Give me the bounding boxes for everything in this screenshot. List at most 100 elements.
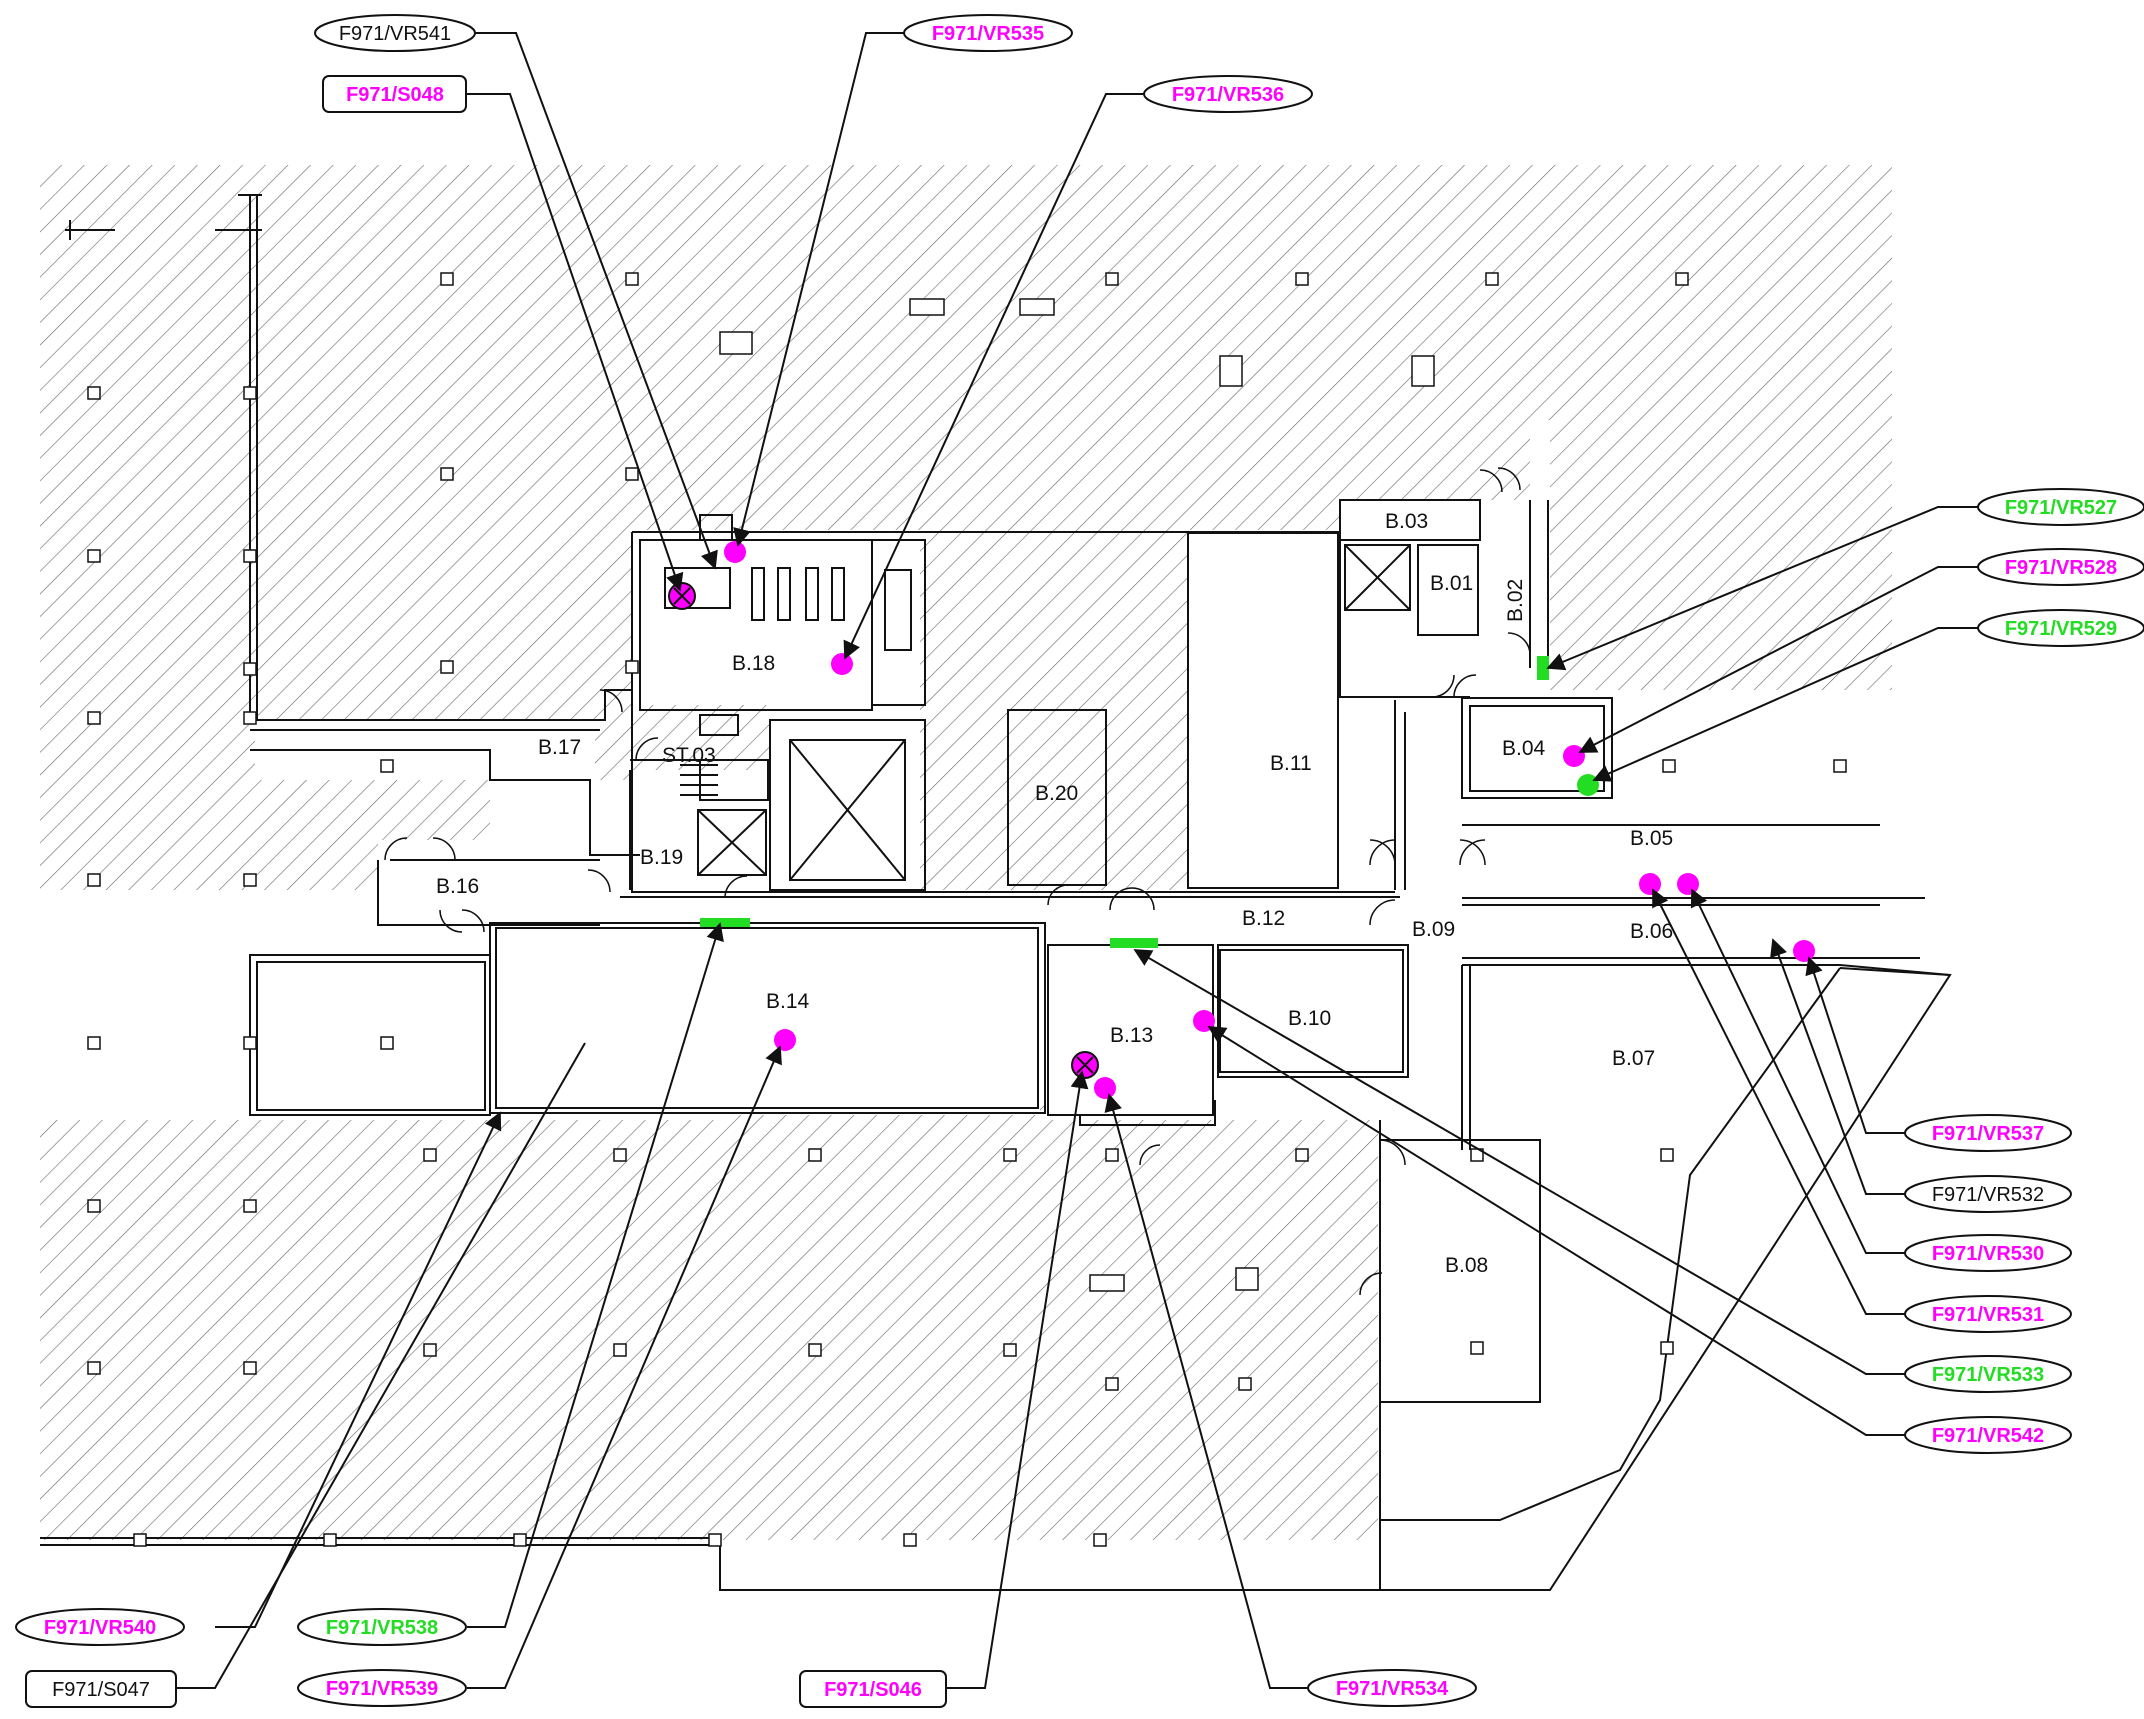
room-label-b13: B.13 (1110, 1024, 1153, 1047)
leader-s048 (466, 93, 684, 592)
column (440, 272, 454, 286)
marker-vr539[interactable] (774, 1029, 796, 1051)
hatched-areas (40, 165, 1892, 1540)
marker-vr535[interactable] (724, 541, 746, 563)
leader-vr532 (1770, 938, 1905, 1195)
column (380, 759, 394, 773)
leader-s046 (946, 1070, 1089, 1689)
room-fills (250, 500, 1950, 1590)
callout-vr533[interactable]: F971/VR533 (1904, 1355, 2072, 1393)
svg-text:F971/VR535: F971/VR535 (932, 23, 1044, 45)
markers (668, 541, 1815, 1099)
column (1470, 1341, 1484, 1355)
callout-vr535[interactable]: F971/VR535 (903, 14, 1073, 52)
callout-vr541[interactable]: F971/VR541 (314, 14, 476, 52)
marker-vr530[interactable] (1677, 873, 1699, 895)
column (243, 873, 257, 887)
callout-vr537[interactable]: F971/VR537 (1904, 1114, 2072, 1152)
column (243, 1036, 257, 1050)
room-label-b08: B.08 (1445, 1254, 1488, 1277)
column (1105, 272, 1119, 286)
column (87, 1361, 101, 1375)
structural-block (719, 331, 753, 355)
callout-s046[interactable]: F971/S046 (799, 1670, 947, 1708)
callout-vr530[interactable]: F971/VR530 (1904, 1234, 2072, 1272)
column (1105, 1377, 1119, 1391)
callout-vr534[interactable]: F971/VR534 (1307, 1669, 1477, 1707)
marker-vr529[interactable] (1577, 774, 1599, 796)
callout-vr531[interactable]: F971/VR531 (1904, 1295, 2072, 1333)
room-label-st03: ST.03 (662, 744, 716, 767)
leader-lines (176, 32, 1978, 1689)
marker-vr533[interactable] (1110, 938, 1158, 948)
svg-text:F971/VR529: F971/VR529 (2005, 618, 2117, 640)
column (513, 1533, 527, 1547)
room-label-b20: B.20 (1035, 782, 1078, 805)
callout-vr538[interactable]: F971/VR538 (297, 1608, 467, 1646)
svg-text:F971/S046: F971/S046 (824, 1679, 922, 1701)
leader-vr541 (474, 32, 718, 570)
room-label-b11: B.11 (1270, 752, 1312, 775)
marker-s048[interactable] (668, 582, 696, 610)
leader-vr536 (843, 93, 1144, 660)
column (1238, 1377, 1252, 1391)
callout-vr527[interactable]: F971/VR527 (1977, 488, 2144, 526)
structural-block (909, 298, 945, 316)
svg-text:F971/VR539: F971/VR539 (326, 1678, 438, 1700)
column (243, 386, 257, 400)
column (1295, 272, 1309, 286)
column (87, 711, 101, 725)
room-label-b05: B.05 (1630, 827, 1673, 850)
marker-vr527[interactable] (1537, 656, 1549, 680)
column (625, 660, 639, 674)
callout-vr532[interactable]: F971/VR532 (1904, 1175, 2072, 1213)
structural-block (1411, 355, 1435, 387)
column (423, 1148, 437, 1162)
room-label-b18: B.18 (732, 652, 775, 675)
leader-vr534 (1104, 1093, 1308, 1689)
room-label-b19: B.19 (640, 846, 683, 869)
marker-vr531[interactable] (1639, 873, 1661, 895)
hatch-north-main (40, 165, 1892, 890)
callout-vr542[interactable]: F971/VR542 (1904, 1416, 2072, 1454)
svg-text:F971/S048: F971/S048 (346, 84, 444, 106)
hatch-south-main (40, 1095, 1378, 1540)
column (625, 467, 639, 481)
column (243, 1361, 257, 1375)
marker-s046[interactable] (1071, 1051, 1099, 1079)
callout-vr536[interactable]: F971/VR536 (1143, 75, 1313, 113)
room-label-b17: B.17 (538, 736, 581, 759)
column (1833, 759, 1847, 773)
column (625, 272, 639, 286)
room-label-b09: B.09 (1412, 918, 1455, 941)
column (1660, 1341, 1674, 1355)
svg-text:F971/VR528: F971/VR528 (2005, 557, 2117, 579)
leader-s047 (176, 1042, 586, 1689)
leader-vr533 (1133, 949, 1905, 1375)
leader-vr535 (733, 32, 904, 547)
svg-text:F971/VR541: F971/VR541 (339, 23, 451, 45)
marker-vr528[interactable] (1563, 745, 1585, 767)
column (87, 386, 101, 400)
structural-block (1235, 1267, 1259, 1291)
column (423, 1343, 437, 1357)
column (323, 1533, 337, 1547)
svg-text:F971/VR532: F971/VR532 (1932, 1184, 2044, 1206)
callout-vr528[interactable]: F971/VR528 (1977, 548, 2144, 586)
columns (87, 272, 1847, 1547)
callout-s047[interactable]: F971/S047 (25, 1670, 177, 1708)
callout-vr529[interactable]: F971/VR529 (1977, 609, 2144, 647)
marker-vr538[interactable] (700, 918, 750, 927)
callout-s048[interactable]: F971/S048 (322, 75, 467, 113)
doors (384, 467, 1531, 1296)
callout-vr540[interactable]: F971/VR540 (15, 1608, 185, 1646)
callout-labels: F971/VR541 F971/S048 F971/VR535 F971/VR5… (15, 14, 2144, 1708)
marker-vr536[interactable] (831, 653, 853, 675)
marker-vr534[interactable] (1094, 1077, 1116, 1099)
svg-text:F971/VR540: F971/VR540 (44, 1617, 156, 1639)
marker-vr537[interactable] (1793, 940, 1815, 962)
svg-text:F971/VR537: F971/VR537 (1932, 1123, 2044, 1145)
callout-vr539[interactable]: F971/VR539 (297, 1669, 467, 1707)
column (440, 467, 454, 481)
